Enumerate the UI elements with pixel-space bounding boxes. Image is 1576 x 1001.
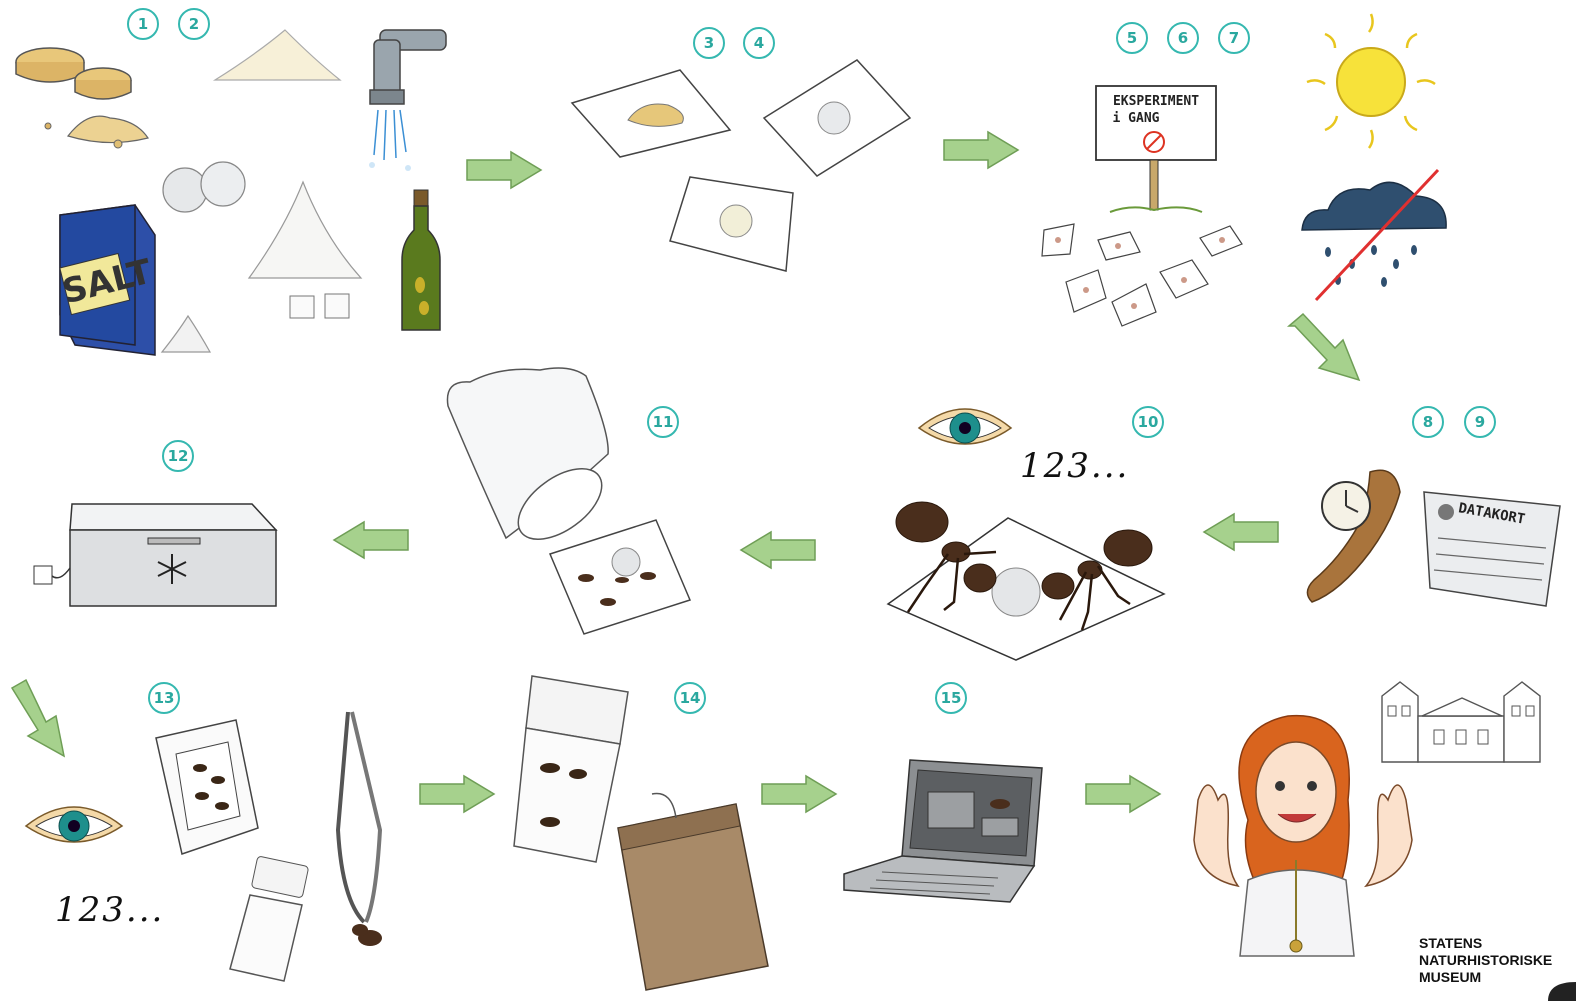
step-7: 7 (1218, 22, 1250, 54)
step-8: 8 (1412, 406, 1444, 438)
step-1: 1 (127, 8, 159, 40)
flow-arrow-right-5 (1084, 774, 1162, 814)
counting-text-top: 123... (1020, 446, 1129, 486)
water-faucet-illustration (360, 30, 450, 180)
tweezers-illustration (330, 710, 400, 960)
step-9: 9 (1464, 406, 1496, 438)
ants-on-bait-illustration (868, 492, 1168, 662)
sugar-pile-cubes-illustration (245, 178, 365, 328)
cookie-crumbs-illustration (8, 40, 158, 155)
flow-arrow-left-1 (1202, 512, 1280, 552)
step-4: 4 (743, 27, 775, 59)
step-11: 11 (647, 406, 679, 438)
happy-researcher-illustration (1178, 710, 1430, 956)
logo-line-1: STATENS (1419, 935, 1552, 952)
salt-pile-small-illustration (158, 312, 214, 356)
paper-envelope-illustration (612, 788, 772, 993)
step-5: 5 (1116, 22, 1148, 54)
sugar-powder-pile-illustration (205, 25, 345, 85)
wristwatch-illustration (1300, 462, 1410, 607)
bait-card-crumbs (570, 65, 735, 160)
museum-logo-emblem (1546, 980, 1576, 1001)
flow-arrow-right-2 (942, 130, 1020, 170)
freezer-illustration (30, 498, 280, 610)
step-15: 15 (935, 682, 967, 714)
eye-icon-bottom (22, 796, 126, 854)
experiment-sign-line1: EKSPERIMENT (1100, 94, 1212, 109)
cotton-balls-illustration (155, 158, 255, 218)
logo-line-3: MUSEUM (1419, 969, 1552, 986)
plastic-bag-illustration (440, 362, 620, 542)
field-cards-illustration (1030, 220, 1260, 335)
museum-logo-text: STATENS NATURHISTORISKE MUSEUM (1419, 935, 1552, 986)
step-6: 6 (1167, 22, 1199, 54)
bag-with-ants-illustration (152, 718, 262, 858)
experiment-sign-line2: i GANG (1080, 111, 1192, 126)
olive-oil-bottle-illustration (398, 190, 444, 335)
flow-arrow-left-2 (739, 530, 817, 570)
step-14: 14 (674, 682, 706, 714)
eye-icon-top (915, 398, 1015, 456)
bait-card-cotton-2 (668, 175, 798, 273)
bait-card-cotton-1 (762, 58, 912, 178)
step-13: 13 (148, 682, 180, 714)
counting-text-bottom: 123... (55, 890, 164, 930)
step-12: 12 (162, 440, 194, 472)
flow-arrow-right-3 (418, 774, 496, 814)
flow-arrow-down-right (1285, 312, 1365, 384)
laptop-illustration (842, 756, 1047, 906)
sun-icon (1305, 12, 1437, 152)
flow-arrow-right-1 (465, 150, 543, 190)
step-3: 3 (693, 27, 725, 59)
logo-line-2: NATURHISTORISKE (1419, 952, 1552, 969)
empty-vial-illustration (222, 855, 312, 985)
flow-arrow-left-3 (332, 520, 410, 560)
flow-arrow-down (10, 678, 72, 758)
step-10: 10 (1132, 406, 1164, 438)
card-with-ants-illustration (548, 518, 693, 636)
rain-cloud-crossed-icon (1298, 168, 1453, 303)
